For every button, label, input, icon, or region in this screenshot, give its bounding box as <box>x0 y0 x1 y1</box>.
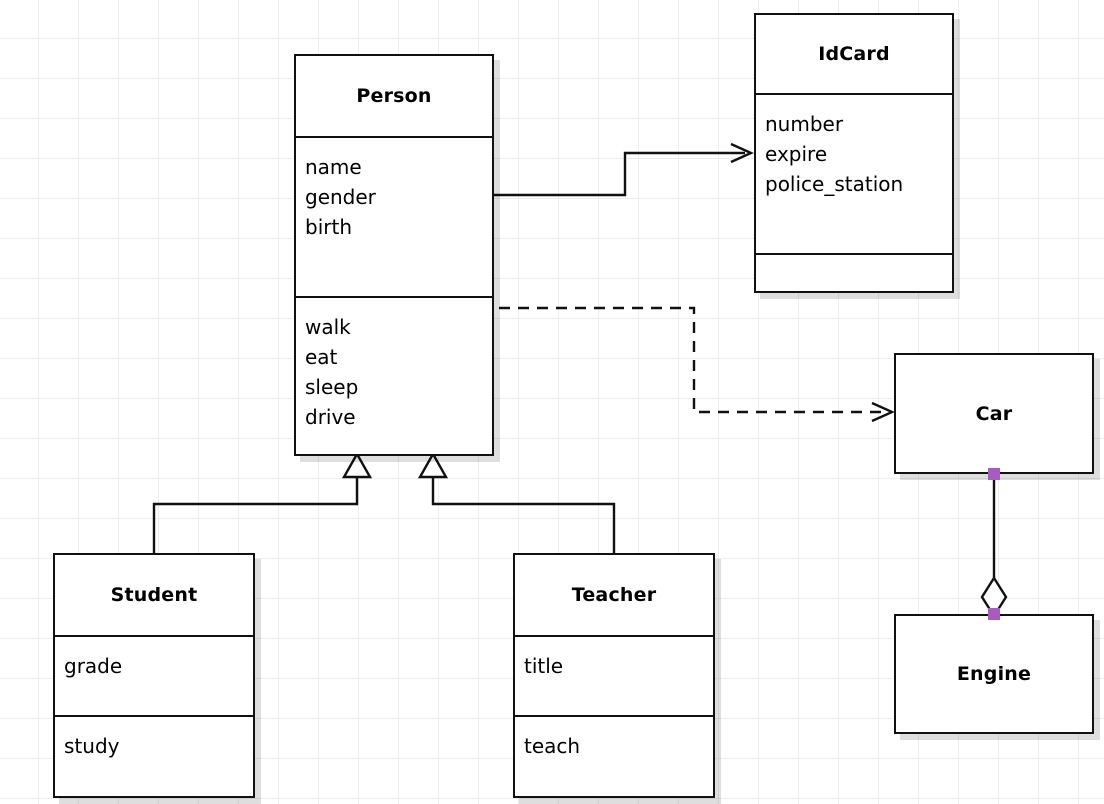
uml-class-person[interactable]: Person name gender birth walk eat sleep … <box>294 54 494 456</box>
connection-port-car-bottom[interactable] <box>988 468 1000 480</box>
attribute-item: name <box>305 155 362 179</box>
class-name-person: Person <box>356 85 432 107</box>
operations-compartment-idcard <box>756 253 952 291</box>
operation-item: sleep <box>305 375 359 399</box>
uml-class-car[interactable]: Car <box>894 353 1094 474</box>
hollow-triangle-icon <box>417 451 449 479</box>
attribute-item: police_station <box>765 172 904 196</box>
operation-item: walk <box>305 315 351 339</box>
attributes-compartment-person: name gender birth <box>296 136 492 296</box>
operations-compartment-person: walk eat sleep drive <box>296 296 492 454</box>
attribute-item: number <box>765 112 844 136</box>
attributes-compartment-idcard: number expire police_station <box>756 93 952 253</box>
attribute-item: title <box>524 654 564 678</box>
uml-class-teacher[interactable]: Teacher title teach <box>513 553 715 798</box>
operations-compartment-teacher: teach <box>515 715 713 796</box>
attribute-item: birth <box>305 215 352 239</box>
operation-item: teach <box>524 734 581 758</box>
edge-person-car-dependency[interactable] <box>499 306 895 423</box>
uml-class-idcard[interactable]: IdCard number expire police_station <box>754 13 954 293</box>
edge-person-idcard-association[interactable] <box>494 142 754 197</box>
attributes-compartment-student: grade <box>55 635 253 715</box>
connection-port-engine-top[interactable] <box>988 608 1000 620</box>
class-name-student: Student <box>110 584 198 606</box>
edge-teacher-person-generalization[interactable] <box>417 451 616 553</box>
class-name-car: Car <box>975 402 1013 425</box>
attribute-item: expire <box>765 142 828 166</box>
operation-item: eat <box>305 345 338 369</box>
attributes-compartment-teacher: title <box>515 635 713 715</box>
operations-compartment-student: study <box>55 715 253 796</box>
edge-student-person-generalization[interactable] <box>152 451 373 553</box>
uml-class-student[interactable]: Student grade study <box>53 553 255 798</box>
operation-item: study <box>64 734 120 758</box>
uml-class-engine[interactable]: Engine <box>894 614 1094 734</box>
class-name-teacher: Teacher <box>571 584 657 606</box>
attribute-item: gender <box>305 185 376 209</box>
class-name-engine: Engine <box>956 663 1032 685</box>
operation-item: drive <box>305 405 356 429</box>
attribute-item: grade <box>64 654 123 678</box>
hollow-triangle-icon <box>341 451 373 479</box>
edge-car-engine-aggregation[interactable] <box>980 474 1008 619</box>
class-name-idcard: IdCard <box>818 43 890 65</box>
